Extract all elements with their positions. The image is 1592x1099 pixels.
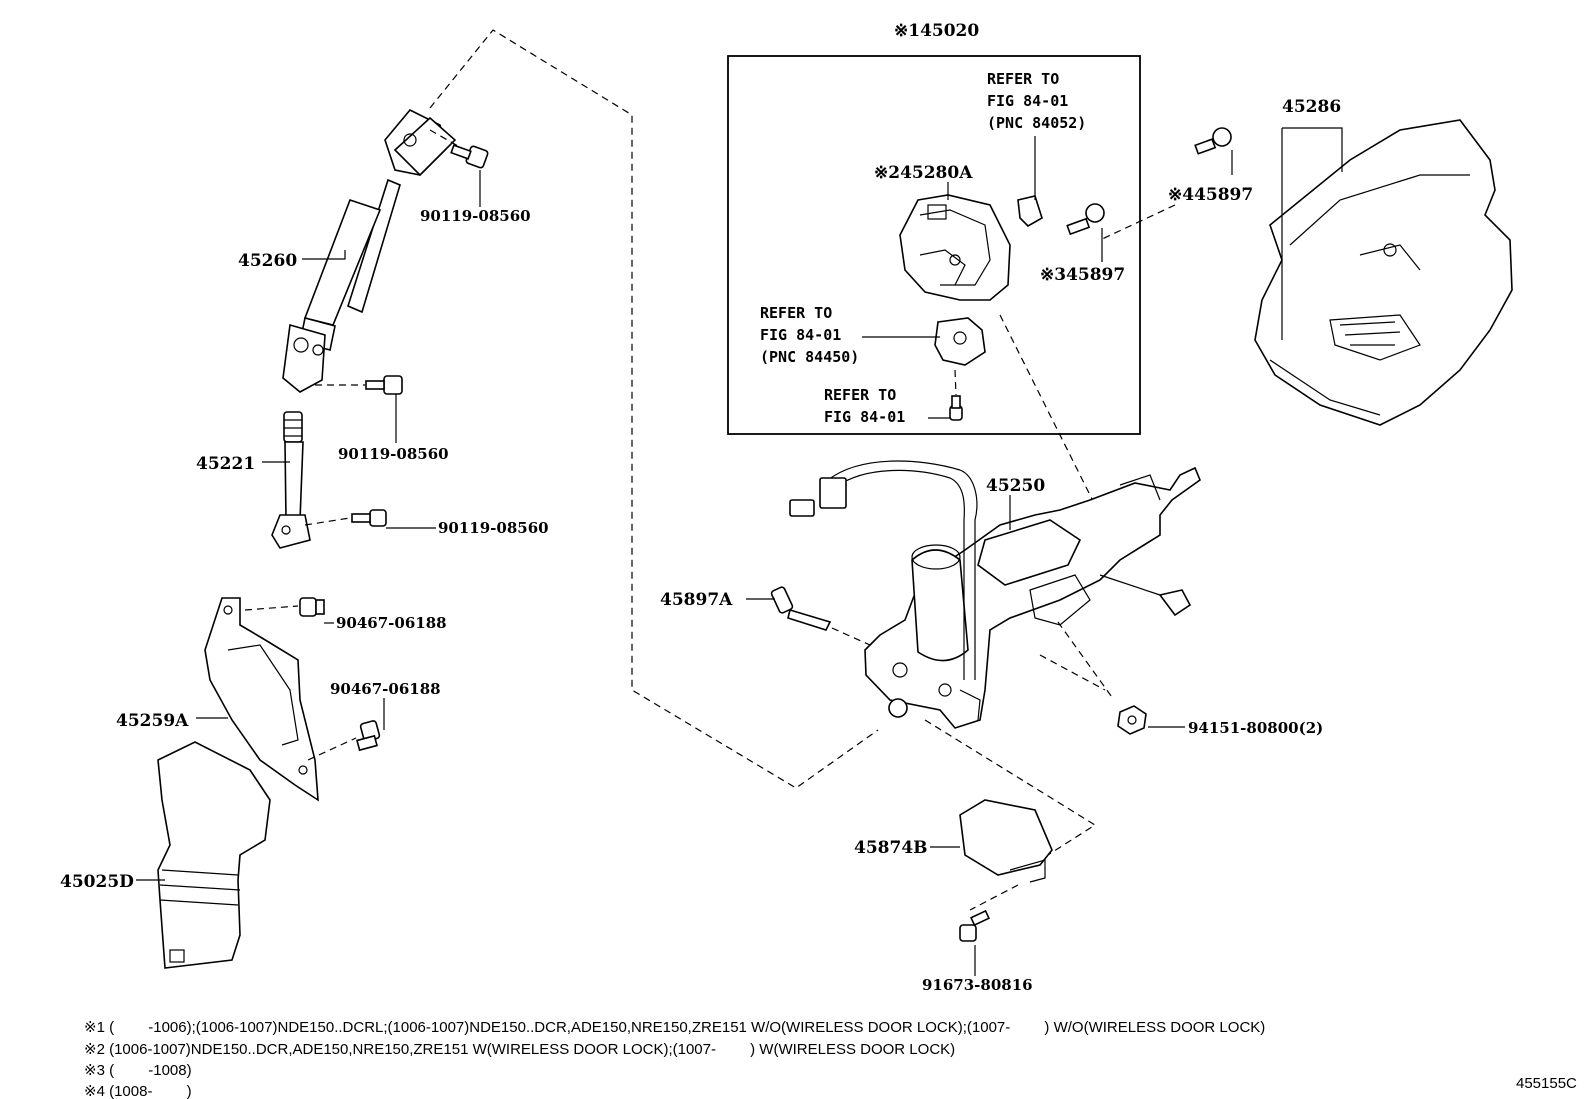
- clip-icon: [299, 597, 325, 617]
- part-label-45260: 45260: [238, 251, 297, 271]
- refer-fig-line2: FIG 84-01: [824, 408, 905, 426]
- dash-bolt-45897a: [831, 627, 871, 646]
- part-label-90467-1: 90467-06188: [336, 614, 447, 632]
- bolt-icon: [1194, 127, 1232, 155]
- intermediate-shaft-45260: [282, 109, 457, 393]
- part-label-90119-1: 90119-08560: [420, 207, 531, 225]
- refer-84052-line2: FIG 84-01: [987, 92, 1068, 110]
- part-label-245280a: ※245280A: [874, 163, 973, 183]
- refer-84450-line1: REFER TO: [760, 304, 832, 322]
- part-label-45897a: 45897A: [660, 590, 733, 610]
- refer-fig-line1: REFER TO: [824, 386, 896, 404]
- part-label-45221: 45221: [196, 454, 255, 474]
- footnote-2: ※2 (1006-1007)NDE150..DCR,ADE150,NRE150,…: [84, 1041, 955, 1058]
- part-label-45259a: 45259A: [116, 711, 189, 731]
- part-label-90467-2: 90467-06188: [330, 680, 441, 698]
- dash-bolt-445897: [1099, 204, 1176, 241]
- part-label-94151: 94151-80800(2): [1188, 719, 1323, 737]
- leader-45286: [1281, 127, 1343, 340]
- bolt-icon: [351, 509, 387, 527]
- part-label-45286: 45286: [1282, 97, 1341, 117]
- figure-id: 455155C: [1516, 1075, 1577, 1092]
- bolt-icon: [365, 375, 403, 395]
- refer-84450-line3: (PNC 84450): [760, 348, 859, 366]
- steering-shaft-45221: [271, 411, 311, 549]
- assembly-dashed-link-column: [924, 719, 1097, 861]
- column-cover-45286: [1254, 119, 1513, 426]
- leader-45260: [302, 250, 346, 260]
- assembly-box-145020: [727, 55, 1141, 435]
- footnote-4: ※4 (1008- ): [84, 1083, 192, 1099]
- part-label-91673: 91673-80816: [922, 976, 1033, 994]
- boot-45025d: [157, 741, 271, 969]
- footnote-1: ※1 ( -1006);(1006-1007)NDE150..DCRL;(100…: [84, 1019, 1265, 1036]
- nut-icon: [1117, 705, 1147, 735]
- bolt-45897a-icon: [770, 586, 832, 631]
- ignition-switch-45280a: [899, 194, 1011, 301]
- part-label-45874b: 45874B: [854, 838, 928, 858]
- steering-column-45250: [789, 460, 1201, 729]
- dash-clip-1: [244, 605, 299, 611]
- refer-84450-line2: FIG 84-01: [760, 326, 841, 344]
- dash-screw-91673: [969, 884, 1019, 911]
- clip-icon: [356, 720, 381, 752]
- part-label-345897: ※345897: [1040, 265, 1125, 285]
- bolt-icon: [450, 144, 489, 169]
- refer-84052-line1: REFER TO: [987, 70, 1059, 88]
- part-label-145020: ※145020: [894, 21, 979, 41]
- screw-icon: [949, 395, 963, 421]
- dash-nut-94151-b: [1039, 654, 1106, 691]
- screw-icon: [959, 909, 991, 942]
- switch-84450: [934, 317, 986, 366]
- connector-84052: [1017, 195, 1043, 227]
- part-label-45025d: 45025D: [60, 872, 134, 892]
- dash-bolt-1: [429, 129, 459, 147]
- part-label-90119-3: 90119-08560: [438, 519, 549, 537]
- column-cover-45259a: [204, 597, 319, 802]
- assembly-dashed-outline: [429, 29, 879, 789]
- footnote-3: ※3 ( -1008): [84, 1062, 192, 1079]
- dash-clip-2: [307, 737, 357, 761]
- refer-84052-line3: (PNC 84052): [987, 114, 1086, 132]
- part-label-445897: ※445897: [1168, 185, 1253, 205]
- bolt-icon: [1066, 203, 1105, 236]
- dash-switch-screw: [954, 369, 957, 396]
- dash-nut-94151: [1057, 621, 1115, 701]
- cover-45874b: [959, 799, 1053, 883]
- part-label-90119-2: 90119-08560: [338, 445, 449, 463]
- dash-bolt-3: [304, 517, 351, 526]
- part-label-45250: 45250: [986, 476, 1045, 496]
